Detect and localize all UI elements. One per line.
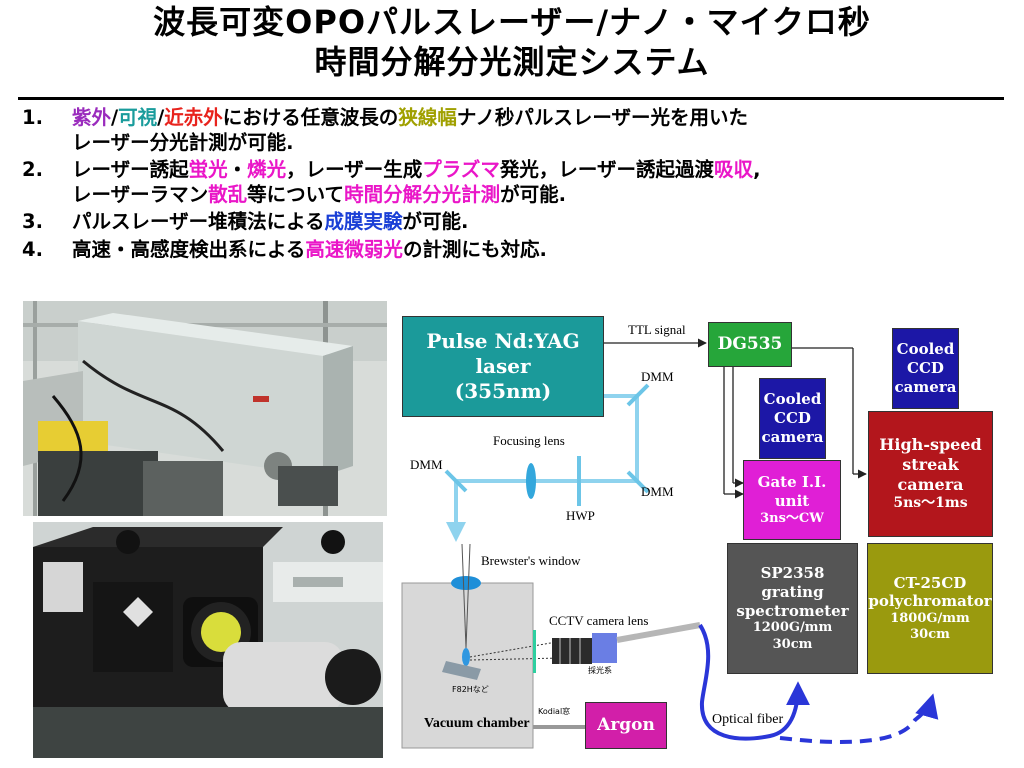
optical-fiber-label: Optical fiber [712, 712, 784, 727]
streak-camera-box: High-speed streak camera 5ns〜1ms [868, 411, 993, 537]
bullet-number: 2. [22, 158, 43, 181]
dmm-top-label: DMM [641, 369, 674, 384]
kodial-window-label: Kodial窓 [538, 707, 571, 716]
hwp-label: HWP [566, 508, 595, 523]
spectrometer-photo [33, 522, 383, 758]
vacuum-chamber-label: Vacuum chamber [424, 716, 530, 731]
gate-ii-unit-box: Gate I.I. unit 3ns〜CW [743, 460, 841, 540]
slide-title: 波長可変OPOパルスレーザー/ナノ・マイクロ秒 時間分解分光測定システム [0, 2, 1024, 82]
laser-wavelength: (355nm) [454, 379, 552, 403]
bullet-3: 3. パルスレーザー堆積法による成膜実験が可能. [22, 210, 1012, 235]
bullet-number: 4. [22, 237, 43, 261]
feature-list: 1. 紫外/可視/近赤外における任意波長の狭線幅ナノ秒パルスレーザー光を用いたレ… [22, 106, 1012, 262]
bullet-number: 1. [22, 106, 43, 129]
cctv-lens-label: CCTV camera lens [549, 613, 649, 628]
sp2358-spectrometer-box: SP2358 grating spectrometer 1200G/mm 30c… [727, 543, 858, 674]
bullet-4: 4. 高速・高感度検出系による高速微弱光の計測にも対応. [22, 238, 1012, 263]
dg535-box: DG535 [708, 322, 792, 367]
title-line-2: 時間分解分光測定システム [314, 43, 710, 81]
bullet-2: 2. レーザー誘起蛍光・燐光，レーザー生成プラズマ発光，レーザー誘起過渡吸収,レ… [22, 158, 1012, 207]
focusing-lens-label: Focusing lens [493, 433, 565, 448]
bullet-text: 紫外/可視/近赤外における任意波長の狭線幅ナノ秒パルスレーザー光を用いたレーザー… [72, 106, 748, 154]
bullet-text: パルスレーザー堆積法による成膜実験が可能. [72, 210, 469, 233]
sample-label: F82Hなど [452, 685, 489, 694]
ct25cd-polychromator-box: CT-25CD polychromator 1800G/mm 30cm [867, 543, 993, 674]
brewster-window-label: Brewster's window [481, 553, 581, 568]
laser-box: Pulse Nd:YAG laser (355nm) [402, 316, 604, 417]
laser-system-photo [23, 301, 387, 516]
cooled-ccd-camera-2: Cooled CCD camera [892, 328, 959, 409]
cooled-ccd-camera-1: Cooled CCD camera [759, 378, 826, 459]
collection-optics-label: 採光系 [588, 666, 612, 675]
dmm-right-label: DMM [641, 484, 674, 499]
bullet-text: 高速・高感度検出系による高速微弱光の計測にも対応. [72, 237, 547, 261]
laser-label: Pulse Nd:YAG laser [426, 329, 580, 378]
dmm-left-label: DMM [410, 457, 443, 472]
ttl-signal-label: TTL signal [628, 322, 686, 337]
argon-box: Argon [585, 702, 667, 749]
bullet-number: 3. [22, 210, 43, 233]
bullet-1: 1. 紫外/可視/近赤外における任意波長の狭線幅ナノ秒パルスレーザー光を用いたレ… [22, 106, 1012, 155]
title-line-1: 波長可変OPOパルスレーザー/ナノ・マイクロ秒 [153, 3, 871, 41]
bullet-text: レーザー誘起蛍光・燐光，レーザー生成プラズマ発光，レーザー誘起過渡吸収,レーザー… [72, 158, 761, 206]
title-divider [18, 97, 1004, 100]
